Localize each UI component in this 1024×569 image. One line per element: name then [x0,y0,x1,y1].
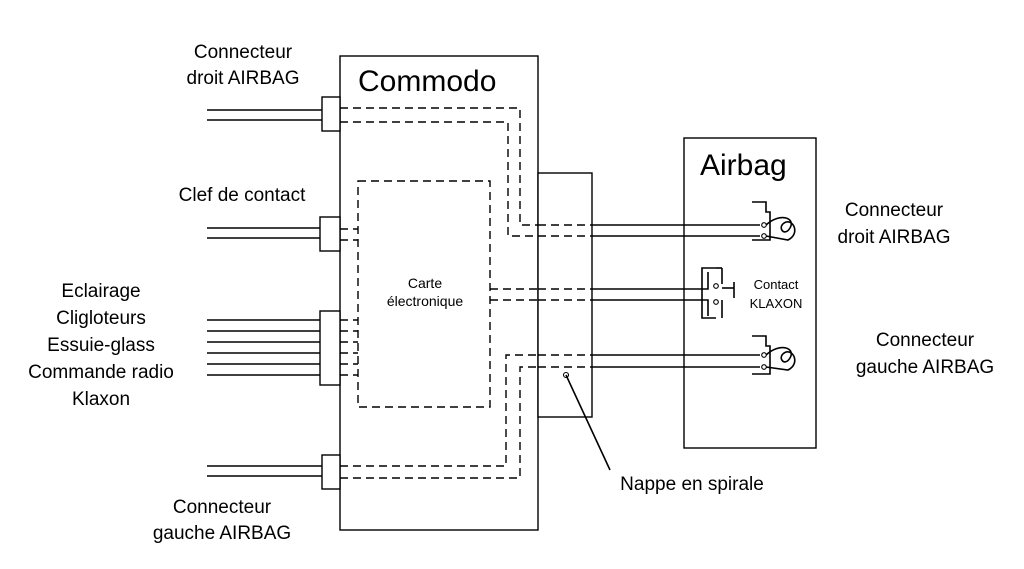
carte-label-line1: Carte [408,275,442,291]
contact-klaxon-line2: KLAXON [750,296,803,311]
carte-label-line2: électronique [387,293,463,309]
internal-dashed-wires [340,107,538,479]
connector-gauche-airbag-left [321,454,341,490]
left-wires [207,109,322,477]
function-label-essuie-glass: Essuie-glass [47,335,155,356]
left-gauche-airbag-line2: gauche AIRBAG [153,523,291,544]
function-label-commande-radio: Commande radio [28,362,174,383]
right-droit-airbag-line1: Connecteur [845,200,944,221]
function-label-cligloteurs: Cligloteurs [56,308,146,329]
left-clef-contact-label: Clef de contact [179,185,306,206]
function-label-klaxon: Klaxon [72,389,130,410]
contact-klaxon-line1: Contact [754,277,799,292]
right-gauche-airbag-line1: Connecteur [876,330,975,351]
right-droit-airbag-line2: droit AIRBAG [838,227,951,248]
airbag-title: Airbag [700,149,787,182]
connector-droit-airbag-left [321,96,341,132]
commodo-title: Commodo [358,65,496,98]
commodo-box [339,55,539,531]
nappe-spirale-box [537,172,593,418]
nappe-spirale-label: Nappe en spirale [620,474,764,495]
connector-clef-contact [319,216,341,252]
function-label-eclairage: Eclairage [61,281,140,302]
left-gauche-airbag-line1: Connecteur [173,497,272,518]
airbag-gauche-connector-right [752,335,796,375]
airbag-box [683,137,817,449]
left-droit-airbag-line1: Connecteur [194,42,293,63]
nappe-pointer-line [565,374,611,471]
right-gauche-airbag-line2: gauche AIRBAG [856,357,994,378]
carte-electronique-box [357,180,491,408]
airbag-droit-connector-right [752,201,796,241]
connector-functions [319,310,341,386]
left-droit-airbag-line2: droit AIRBAG [187,68,300,89]
spiral-to-airbag-wires [538,224,760,368]
klaxon-contact-switch [701,267,735,319]
